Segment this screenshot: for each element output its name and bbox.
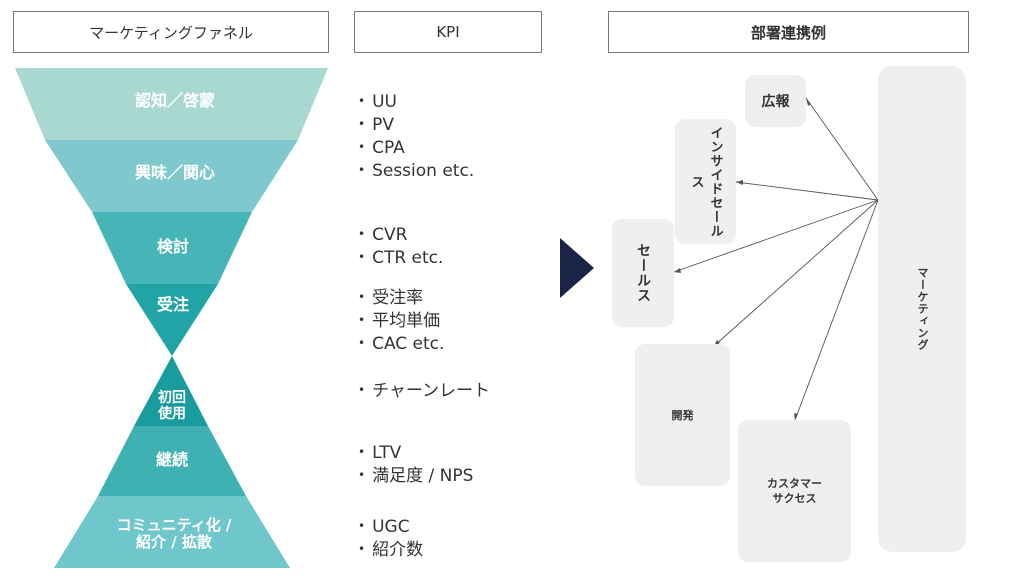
kpi-list-order: 受注率 平均単価 CAC etc.: [358, 287, 444, 356]
stage-label-community-line2: 紹介 / 拡散: [136, 533, 212, 551]
kpi-list-consideration: CVR CTR etc.: [358, 224, 443, 270]
dept-cs-label-line1: カスタマー: [767, 476, 822, 490]
kpi-item: CPA: [358, 137, 474, 160]
dept-dev: 開発: [635, 344, 730, 486]
kpi-item: 平均単価: [358, 310, 444, 333]
dept-sales-label: セールス: [635, 243, 651, 303]
section-arrow: [560, 238, 594, 298]
kpi-item: 満足度 / NPS: [358, 465, 473, 488]
dept-header: 部署連携例: [608, 11, 969, 53]
dept-dev-label: 開発: [671, 409, 694, 422]
link-to-cs: [794, 199, 879, 421]
funnel-stage-retention: [98, 426, 246, 496]
stage-label-interest: 興味／関心: [134, 162, 215, 182]
dept-customer-success: カスタマー サクセス: [738, 420, 851, 562]
kpi-item: UGC: [358, 516, 423, 539]
dept-marketing: マーケティング: [878, 66, 966, 552]
dept-inside-sales-label: インサイドセールス: [688, 125, 723, 238]
dept-sales: セールス: [612, 219, 674, 327]
funnel-stage-interest: [45, 140, 298, 212]
funnel-header: マーケティングファネル: [13, 11, 329, 53]
kpi-item: CVR: [358, 224, 443, 247]
funnel-stage-awareness: [15, 68, 328, 140]
kpi-list-community: UGC 紹介数: [358, 516, 423, 562]
funnel-stage-order: [126, 284, 218, 356]
dept-inside-sales: インサイドセールス: [675, 119, 736, 244]
kpi-item: 受注率: [358, 287, 444, 310]
stage-label-order: 受注: [156, 294, 189, 314]
kpi-item: Session etc.: [358, 160, 474, 183]
link-to-sales: [673, 199, 879, 273]
kpi-item: CAC etc.: [358, 333, 444, 356]
kpi-item: PV: [358, 114, 474, 137]
dept-marketing-label: マーケティング: [916, 267, 929, 351]
dept-pr: 広報: [745, 75, 806, 127]
arrowhead-inside-sales: [736, 180, 743, 185]
kpi-list-first-use: チャーンレート: [358, 380, 490, 403]
link-to-inside-sales: [735, 181, 879, 201]
stage-label-community-line1: コミュニティ化 /: [116, 515, 232, 534]
stage-label-awareness: 認知／啓蒙: [134, 90, 215, 110]
kpi-list-awareness: UU PV CPA Session etc.: [358, 91, 474, 183]
kpi-header: KPI: [354, 11, 542, 53]
dept-pr-label: 広報: [761, 94, 790, 110]
stage-label-first-use: 初回 使用: [132, 386, 212, 426]
dept-links: [673, 97, 879, 421]
stage-label-first-use-line2: 使用: [158, 406, 186, 422]
kpi-list-retention: LTV 満足度 / NPS: [358, 442, 473, 488]
link-to-pr: [805, 97, 879, 201]
kpi-item: UU: [358, 91, 474, 114]
funnel-stage-community: [54, 496, 290, 568]
funnel-stage-first-use: [134, 356, 208, 426]
arrowhead-sales: [674, 268, 681, 273]
dept-cs-label-line2: サクセス: [772, 492, 817, 505]
arrowhead-pr: [806, 98, 811, 106]
kpi-item: チャーンレート: [358, 380, 490, 403]
stage-label-retention: 継続: [155, 449, 188, 469]
link-to-dev: [713, 199, 879, 347]
arrowhead-cs: [794, 413, 798, 420]
kpi-item: LTV: [358, 442, 473, 465]
kpi-item: 紹介数: [358, 539, 423, 562]
kpi-item: CTR etc.: [358, 247, 443, 270]
stage-label-first-use-line1: 初回: [158, 389, 186, 406]
stage-label-consideration: 検討: [156, 236, 189, 256]
funnel-stage-consideration: [92, 212, 252, 284]
stage-label-community: コミュニティ化 / 紹介 / 拡散: [84, 510, 264, 558]
